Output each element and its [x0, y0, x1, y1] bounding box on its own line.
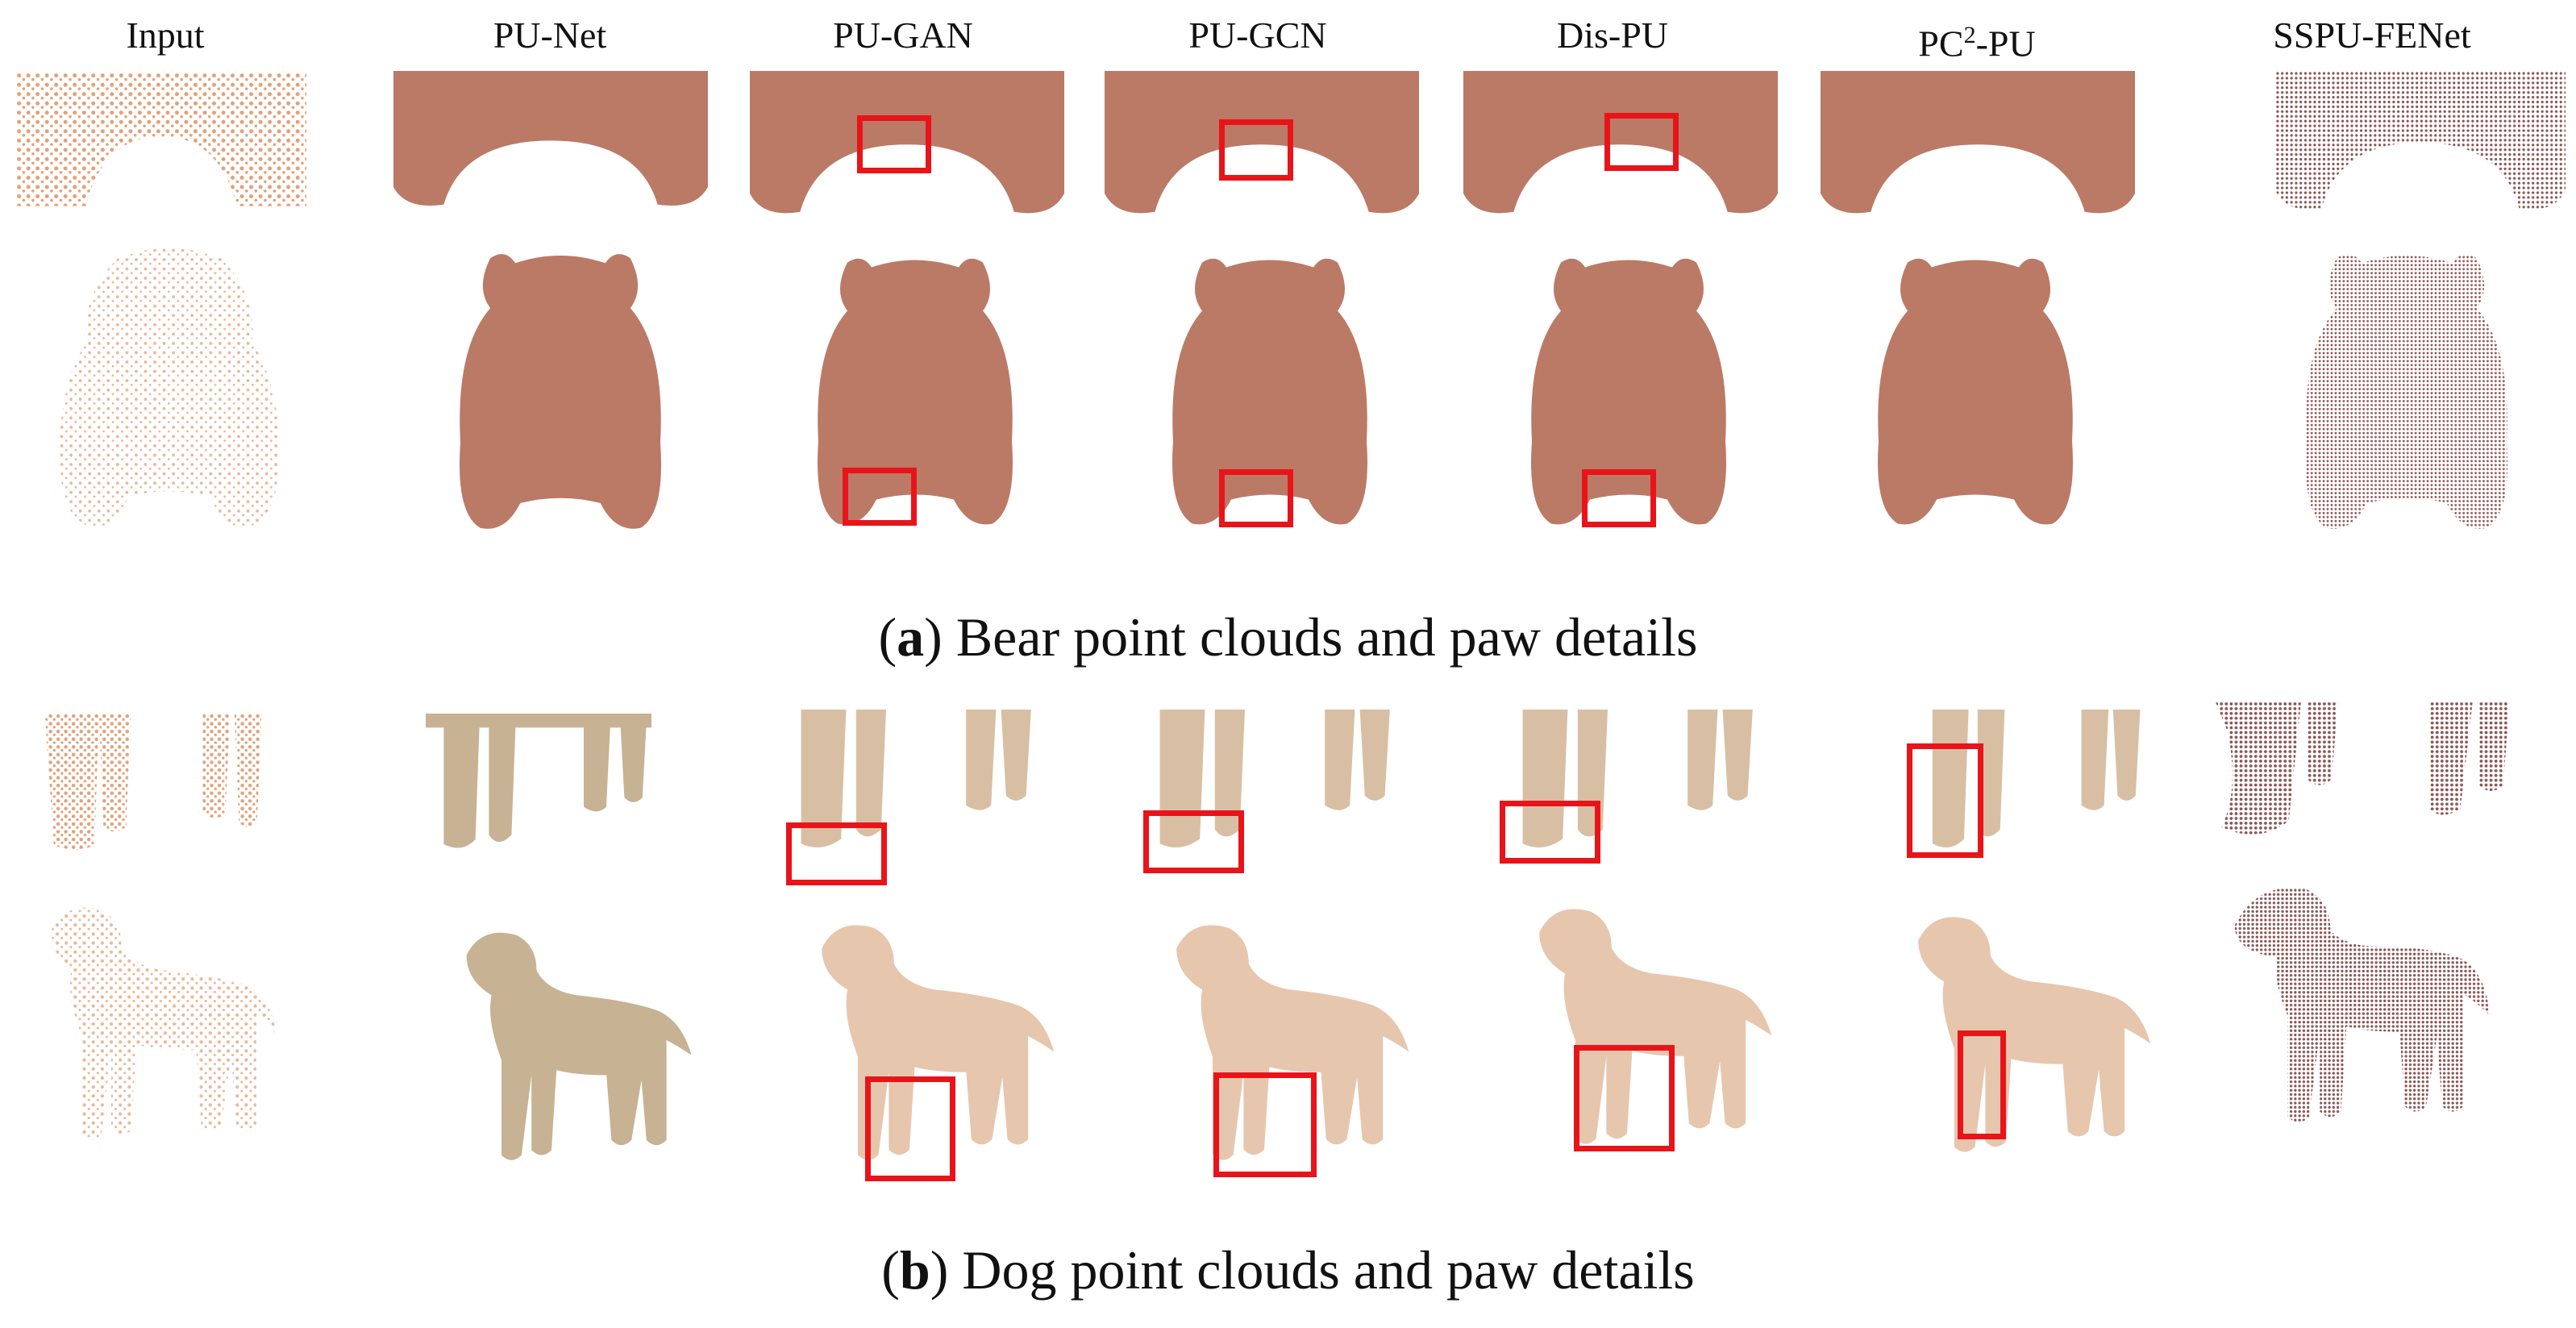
dog-full-pu-net: [452, 911, 701, 1169]
col-title-sspu-fenet: SSPU-FENet: [2273, 15, 2471, 56]
col-title-pc2-pu: PC2-PU: [1918, 22, 2036, 65]
bear-paw-pc2-pu: [1821, 71, 2135, 224]
bear-paw-pu-net: [393, 71, 708, 216]
col-title-input: Input: [126, 15, 205, 56]
dog-legs-pu-net: [426, 714, 651, 863]
bear-full-dis-pu: [1508, 238, 1750, 548]
bear-highlight-box: [1582, 469, 1656, 527]
dog-highlight-box: [1213, 1072, 1317, 1177]
caption-b: (b) Dog point clouds and paw details: [881, 1239, 1695, 1301]
bear-highlight-box: [1604, 113, 1679, 171]
dog-highlight-box: [1958, 1030, 2006, 1139]
bear-highlight-box: [843, 468, 917, 526]
dog-highlight-box: [865, 1076, 955, 1181]
dog-highlight-box: [1574, 1045, 1675, 1151]
col-title-pu-gan: PU-GAN: [833, 15, 973, 56]
bear-paw-dis-pu: [1463, 71, 1778, 224]
dog-highlight-box: [1907, 743, 1983, 858]
bear-full-input: [36, 238, 302, 548]
dog-highlight-box: [1143, 810, 1244, 873]
bear-full-pu-gcn: [1149, 238, 1391, 548]
dog-full-dis-pu: [1524, 883, 1782, 1157]
dog-full-pc2-pu: [1903, 895, 2161, 1161]
bear-full-sspu-fenet: [2282, 238, 2532, 548]
col-title-dis-pu: Dis-PU: [1556, 15, 1669, 56]
dog-full-sspu-fenet: [2225, 867, 2499, 1133]
bear-full-pu-gan: [794, 238, 1036, 548]
bear-highlight-box: [1219, 469, 1293, 527]
dog-full-pu-gan: [806, 899, 1064, 1173]
dog-legs-pu-gan: [786, 710, 1036, 863]
dog-legs-sspu-fenet: [2209, 701, 2516, 851]
col-title-pu-gcn: PU-GCN: [1188, 15, 1327, 56]
dog-full-input: [32, 895, 290, 1145]
bear-paw-pu-gan: [750, 71, 1064, 224]
dog-full-pu-gcn: [1161, 899, 1419, 1173]
bear-paw-input: [16, 73, 306, 218]
col-title-pu-net: PU-Net: [493, 15, 607, 56]
bear-highlight-box: [1219, 119, 1293, 181]
caption-a: (a) Bear point clouds and paw details: [878, 606, 1698, 668]
bear-full-pc2-pu: [1854, 238, 2096, 548]
dog-legs-input: [40, 714, 266, 859]
dog-highlight-box: [1500, 801, 1600, 864]
bear-full-pu-net: [435, 238, 685, 548]
bear-paw-pu-gcn: [1105, 71, 1419, 224]
bear-highlight-box: [857, 115, 931, 173]
dog-highlight-box: [786, 822, 887, 885]
bear-paw-sspu-fenet: [2275, 71, 2566, 220]
